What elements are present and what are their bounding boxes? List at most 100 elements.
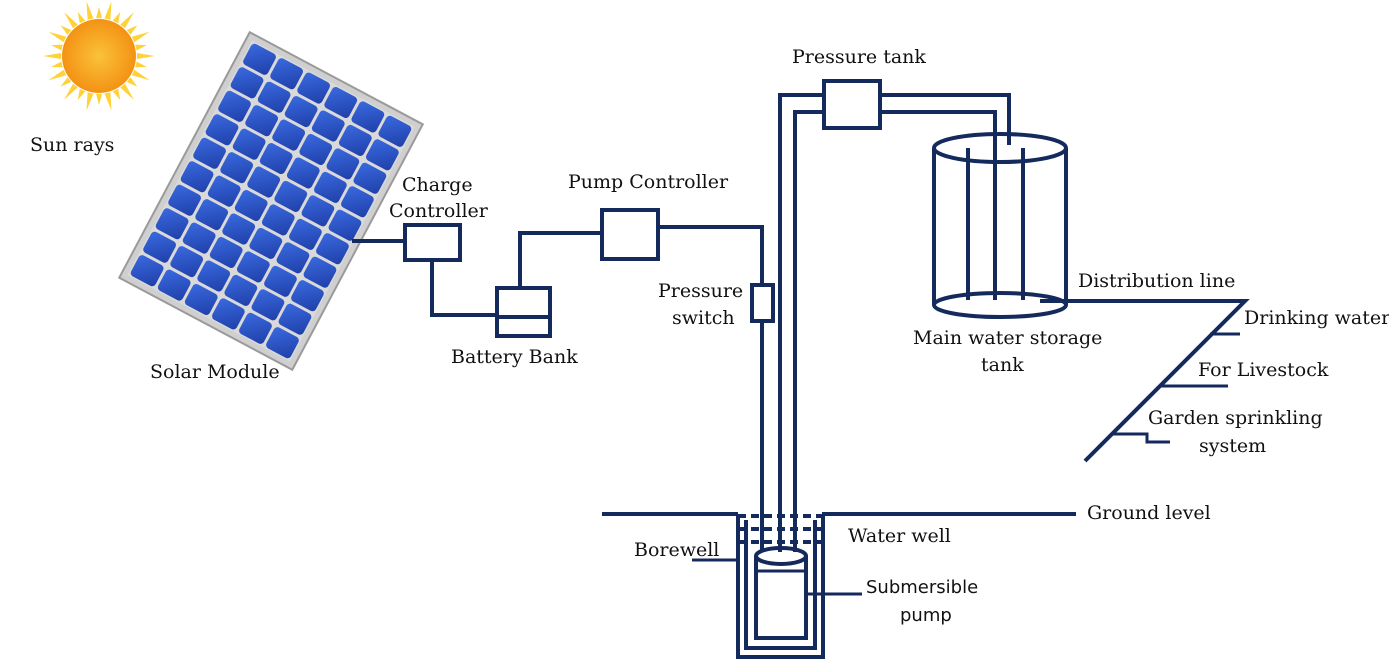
label-main-tank-2: tank bbox=[981, 354, 1024, 376]
solar-cell bbox=[236, 251, 270, 283]
solar-panel-icon bbox=[117, 30, 425, 372]
sun-ray bbox=[112, 88, 121, 101]
wire-battery-to-pump-controller bbox=[518, 231, 601, 288]
borewell-casing bbox=[736, 514, 825, 659]
solar-cell bbox=[328, 209, 362, 241]
solar-cell bbox=[341, 186, 374, 218]
solar-cell bbox=[353, 162, 387, 194]
sun-ray bbox=[126, 25, 138, 35]
solar-cell bbox=[266, 327, 299, 359]
wire-pump-controller-to-pressure-switch bbox=[659, 225, 764, 285]
sun-icon bbox=[43, 1, 155, 111]
sun-ray bbox=[64, 83, 78, 100]
solar-cell bbox=[220, 152, 254, 184]
solar-cell bbox=[155, 208, 189, 240]
battery-bank-box bbox=[495, 286, 552, 338]
solar-cell bbox=[289, 218, 322, 250]
sun-ray bbox=[77, 11, 86, 24]
sun-ray bbox=[112, 11, 121, 24]
sun-ray bbox=[86, 1, 94, 20]
solar-cell bbox=[284, 96, 318, 128]
sun-ray bbox=[104, 92, 112, 111]
solar-cell bbox=[230, 67, 264, 99]
sun-ray bbox=[51, 44, 63, 51]
well-dashes bbox=[738, 514, 822, 544]
solar-cell bbox=[259, 143, 293, 175]
charge-controller-box bbox=[403, 223, 462, 262]
pipe-inner bbox=[793, 110, 823, 552]
pipe-pressure-tank-to-main-tank-inner bbox=[880, 110, 997, 145]
pump-controller-box bbox=[600, 208, 660, 261]
solar-cell bbox=[257, 81, 291, 113]
solar-cell bbox=[249, 227, 283, 259]
label-main-tank-1: Main water storage bbox=[913, 327, 1103, 349]
main-water-storage-tank bbox=[932, 132, 1068, 319]
solar-cell bbox=[130, 255, 164, 287]
sun-ray bbox=[131, 69, 150, 81]
solar-cell bbox=[243, 43, 276, 75]
sun-ray bbox=[131, 31, 150, 43]
solar-cell bbox=[209, 236, 243, 269]
solar-cell bbox=[182, 222, 216, 254]
pressure-switch-box bbox=[750, 283, 775, 323]
sun-ray bbox=[51, 61, 63, 68]
label-pump-controller: Pump Controller bbox=[568, 171, 729, 193]
sun-ray bbox=[60, 77, 72, 87]
solar-cell bbox=[272, 119, 306, 151]
solar-cell bbox=[286, 157, 320, 189]
label-submersible-1: Submersible bbox=[866, 577, 979, 598]
solar-cell bbox=[245, 105, 279, 137]
label-battery-bank: Battery Bank bbox=[451, 346, 578, 368]
solar-cell bbox=[314, 171, 347, 203]
sun-ray bbox=[43, 53, 62, 59]
sun-ray bbox=[120, 83, 134, 100]
sun-ray bbox=[120, 12, 134, 29]
solar-cell bbox=[170, 246, 204, 278]
solar-cell bbox=[224, 274, 258, 306]
solar-cell bbox=[316, 233, 349, 265]
branch-garden bbox=[1113, 432, 1170, 444]
solar-cell bbox=[143, 231, 176, 263]
label-charge-controller-2: Controller bbox=[389, 200, 488, 222]
solar-cell bbox=[270, 58, 303, 90]
sun-ray bbox=[86, 92, 94, 111]
label-garden-1: Garden sprinkling bbox=[1148, 407, 1323, 429]
solar-cell bbox=[184, 283, 218, 315]
sun-ray bbox=[48, 31, 67, 43]
sun-ray bbox=[96, 93, 102, 105]
sun-ray bbox=[136, 53, 155, 59]
solar-cell bbox=[264, 265, 297, 297]
label-water-well: Water well bbox=[848, 525, 951, 547]
solar-cell bbox=[378, 115, 412, 147]
solar-cell bbox=[276, 242, 310, 274]
solar-cell bbox=[218, 90, 251, 122]
solar-cell bbox=[303, 256, 337, 288]
solar-cell bbox=[211, 298, 245, 330]
borewell-inner bbox=[744, 520, 817, 650]
sun-ray bbox=[135, 44, 147, 51]
solar-cell bbox=[168, 184, 201, 216]
solar-cell bbox=[339, 124, 372, 156]
sun-ray bbox=[60, 25, 72, 35]
label-pressure-tank: Pressure tank bbox=[792, 46, 926, 68]
solar-cell bbox=[197, 260, 231, 292]
sun-ray bbox=[126, 77, 138, 87]
label-distribution-line: Distribution line bbox=[1078, 270, 1236, 292]
solar-cell bbox=[291, 280, 324, 312]
label-pressure-switch-2: switch bbox=[672, 307, 735, 329]
solar-cell bbox=[311, 110, 345, 142]
solar-cell bbox=[326, 148, 360, 180]
solar-cell bbox=[324, 87, 358, 119]
solar-cell bbox=[261, 204, 295, 236]
submersible-pump bbox=[754, 546, 808, 640]
solar-cell bbox=[193, 137, 226, 169]
sun-ray bbox=[96, 7, 102, 19]
wire-charge-controller-to-battery bbox=[430, 261, 497, 317]
solar-cell bbox=[274, 180, 308, 212]
solar-cell bbox=[247, 166, 281, 198]
label-garden-2: system bbox=[1199, 435, 1267, 457]
distribution-line bbox=[1040, 299, 1250, 463]
solar-cell bbox=[205, 114, 239, 146]
